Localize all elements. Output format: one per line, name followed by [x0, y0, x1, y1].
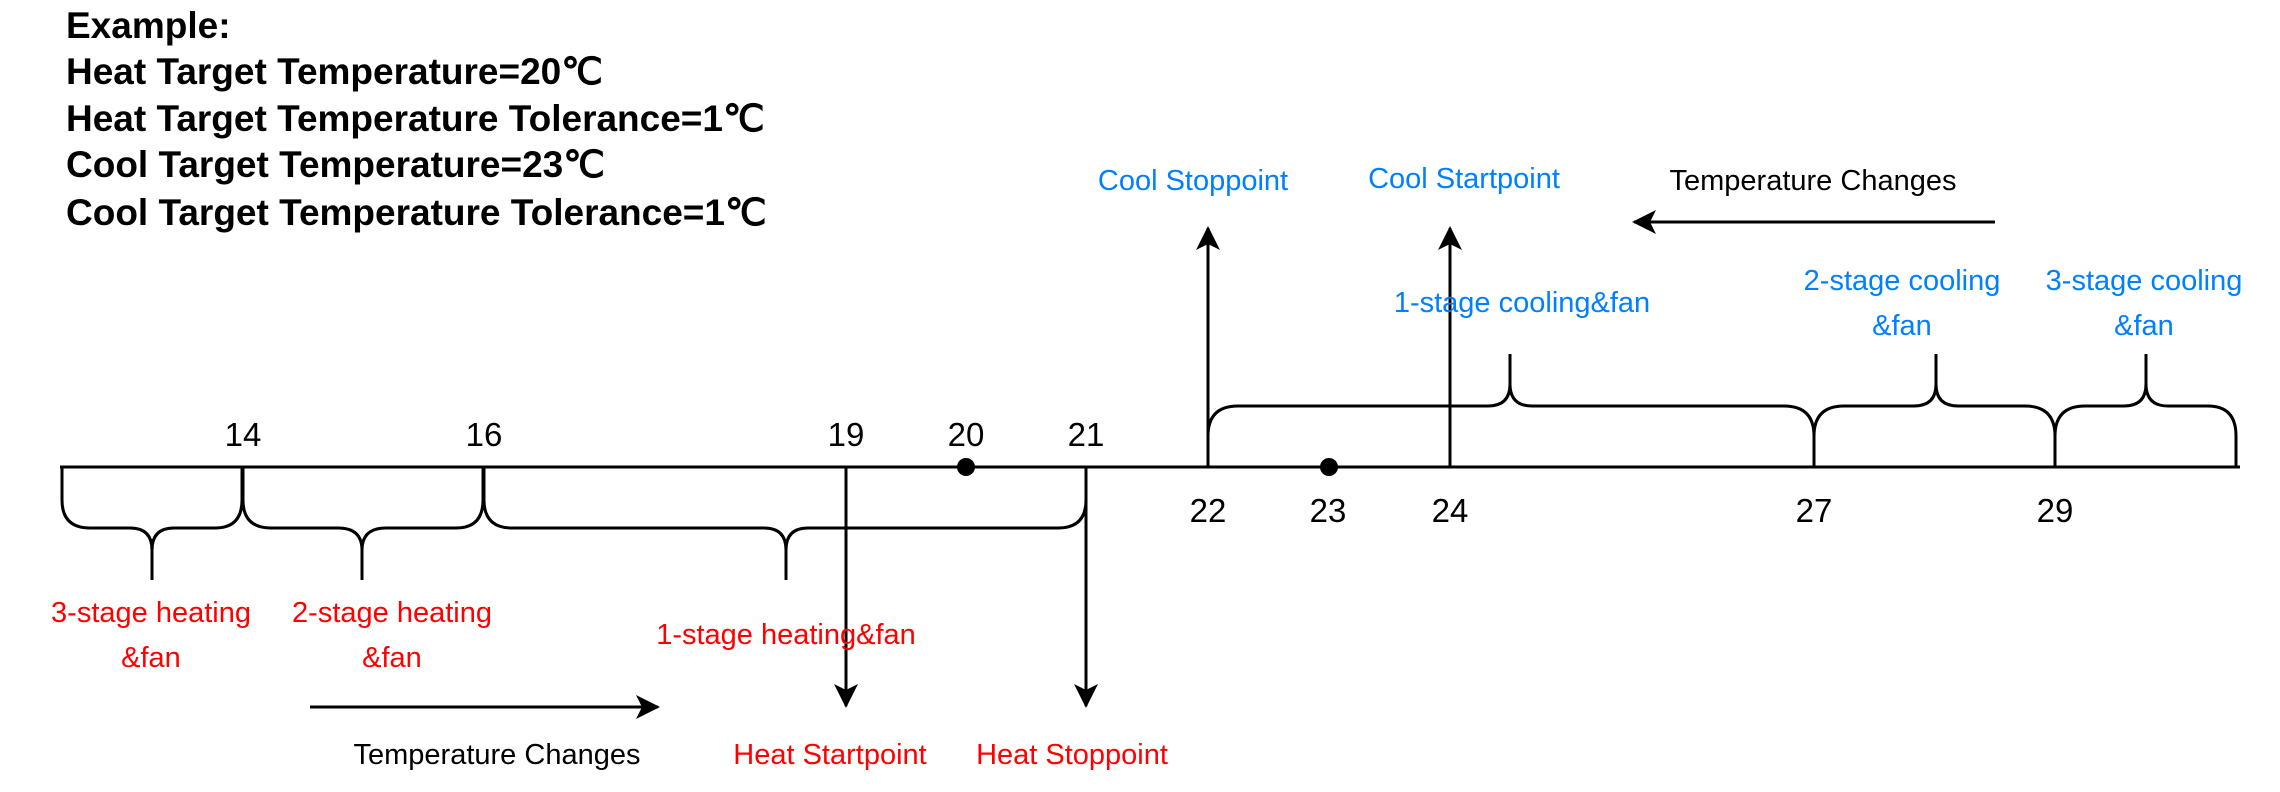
bracket-heating-stage-2 [241, 467, 485, 580]
cool-target-dot [1320, 458, 1338, 476]
example-heading: Example: [66, 5, 231, 46]
tick-label-20: 20 [948, 416, 985, 453]
heat-stoppoint-label: Heat Stoppoint [976, 739, 1168, 771]
cooling-stage-3-label-line-2: &fan [2114, 310, 2174, 342]
cooling-stage-2-label-line-1: 2-stage cooling [1804, 265, 2001, 297]
bracket-heating-stage-3 [60, 467, 244, 580]
heat-target-dot [957, 458, 975, 476]
heat-target-temperature-line: Heat Target Temperature=20℃ [66, 51, 603, 92]
heating-labels: 3-stage heating &fan 2-stage heating &fa… [51, 597, 1168, 771]
heating-stage-2-label-line-1: 2-stage heating [292, 597, 492, 629]
bracket-cooling-stage-3 [2053, 354, 2238, 467]
tick-label-14: 14 [225, 416, 262, 453]
temperature-axis: 14 16 19 20 21 22 23 24 27 29 [60, 416, 2240, 529]
heating-stage-1-label: 1-stage heating&fan [656, 619, 916, 651]
direction-arrows [310, 210, 1995, 719]
tick-label-16: 16 [466, 416, 503, 453]
tick-label-22: 22 [1190, 492, 1227, 529]
heating-stage-3-label-line-1: 3-stage heating [51, 597, 251, 629]
cooling-labels: Cool Stoppoint Cool Startpoint Temperatu… [1098, 163, 2242, 342]
heating-brackets [60, 467, 1088, 580]
heating-stage-3-label-line-2: &fan [121, 642, 181, 674]
cooling-brackets [1206, 354, 2238, 467]
heat-startpoint-label: Heat Startpoint [733, 739, 926, 771]
heat-target-tolerance-line: Heat Target Temperature Tolerance=1℃ [66, 98, 765, 139]
heating-direction-label: Temperature Changes [354, 739, 641, 771]
cool-target-tolerance-line: Cool Target Temperature Tolerance=1℃ [66, 192, 767, 233]
cooling-stage-3-label-line-1: 3-stage cooling [2046, 265, 2243, 297]
bracket-heating-stage-1 [482, 467, 1088, 580]
cooling-stage-2-label-line-2: &fan [1872, 310, 1932, 342]
tick-label-21: 21 [1068, 416, 1105, 453]
cooling-direction-label: Temperature Changes [1670, 165, 1957, 197]
cool-stoppoint-label: Cool Stoppoint [1098, 165, 1288, 197]
tick-label-29: 29 [2037, 492, 2074, 529]
cool-startpoint-label: Cool Startpoint [1368, 163, 1560, 195]
bracket-cooling-stage-1 [1206, 354, 1816, 467]
example-block: Example: Heat Target Temperature=20℃ Hea… [66, 5, 767, 233]
tick-label-19: 19 [828, 416, 865, 453]
tick-label-27: 27 [1796, 492, 1833, 529]
cooling-stage-1-label: 1-stage cooling&fan [1394, 287, 1650, 319]
tick-label-24: 24 [1432, 492, 1469, 529]
bracket-cooling-stage-2 [1812, 354, 2057, 467]
cool-target-temperature-line: Cool Target Temperature=23℃ [66, 144, 605, 185]
heating-stage-2-label-line-2: &fan [362, 642, 422, 674]
setpoint-arrows [834, 226, 1462, 708]
tick-label-23: 23 [1310, 492, 1347, 529]
